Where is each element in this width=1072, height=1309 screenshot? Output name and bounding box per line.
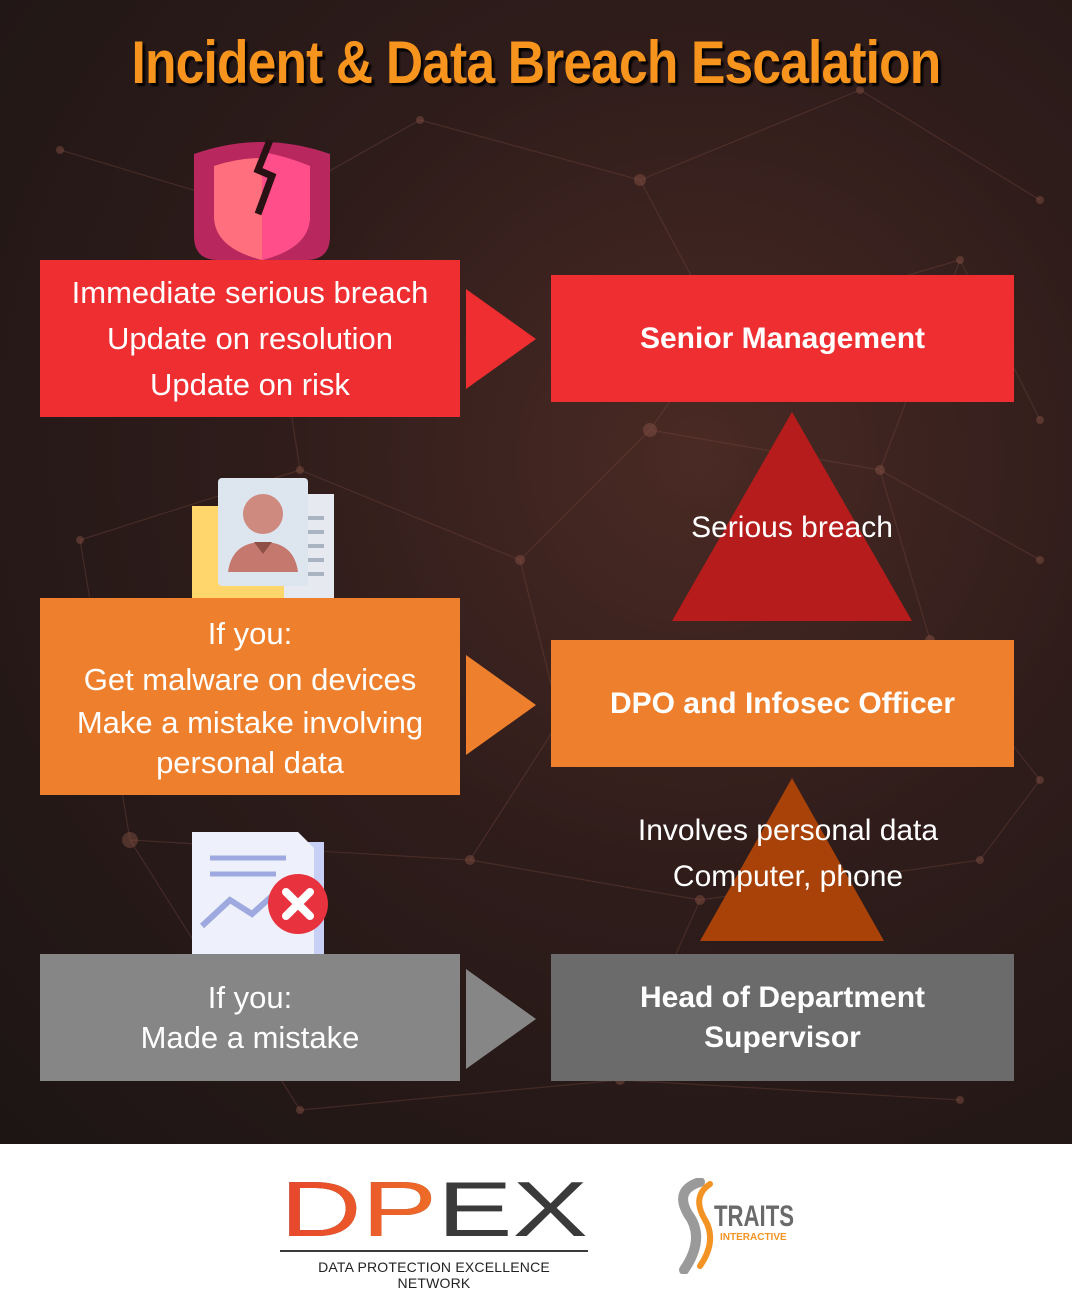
infographic-canvas: Incident & Data Breach Escalation Immedi… [0, 0, 1072, 1144]
dpex-logo-text: DPEX [280, 1178, 588, 1242]
dpex-divider [280, 1250, 588, 1252]
escalation-triangle-personal-data [700, 778, 884, 941]
straits-logo-text: TRAITS [714, 1200, 794, 1233]
personal-data-label: Involves personal data Computer, phone [560, 808, 1016, 900]
condition-line: If you: [207, 615, 293, 651]
straits-interactive-logo: TRAITS INTERACTIVE [678, 1178, 794, 1274]
dpo-conditions: If you: Get malware on devices Make a mi… [40, 598, 460, 795]
role-label: Senior Management [639, 321, 926, 355]
immediate-breach-conditions: Immediate serious breach Update on resol… [40, 260, 460, 417]
role-label: Supervisor [704, 1020, 861, 1054]
escalation-arrow [466, 655, 536, 755]
straits-sub-text: INTERACTIVE [720, 1232, 787, 1243]
escalation-line: Serious breach [691, 511, 893, 544]
condition-line: personal data [156, 744, 344, 780]
page-title: Incident & Data Breach Escalation [131, 29, 942, 96]
condition-line: Made a mistake [140, 1019, 360, 1055]
dpex-logo-accent: DPEX [280, 1178, 588, 1242]
condition-line: Update on resolution [106, 320, 394, 356]
escalation-arrow [466, 969, 536, 1069]
role-label: Head of Department [639, 980, 926, 1014]
profile-document-icon [192, 478, 334, 598]
serious-breach-label: Serious breach [600, 505, 984, 551]
escalation-arrow [466, 289, 536, 389]
footer [0, 1144, 1072, 1309]
escalation-line: Computer, phone [672, 860, 904, 893]
mistake-conditions: If you: Made a mistake [40, 954, 460, 1081]
condition-line: Update on risk [150, 366, 350, 402]
dpex-logo: DPEX [280, 1178, 588, 1242]
condition-line: Make a mistake involving [76, 704, 424, 740]
escalation-line: Involves personal data [637, 814, 939, 847]
role-label: DPO and Infosec Officer [609, 686, 956, 720]
head-of-department-box: Head of Department Supervisor [551, 954, 1014, 1081]
dpo-infosec-box: DPO and Infosec Officer [551, 640, 1014, 767]
condition-line: If you: [207, 979, 293, 1015]
broken-shield-icon [194, 138, 330, 260]
dpex-logo-text: DPEX [280, 1178, 588, 1242]
condition-line: Get malware on devices [83, 661, 417, 697]
error-report-icon [192, 832, 328, 954]
senior-management-box: Senior Management [551, 275, 1014, 402]
dpex-tagline: DATA PROTECTION EXCELLENCE NETWORK [318, 1259, 550, 1291]
escalation-triangle-serious [672, 412, 912, 621]
condition-line: Immediate serious breach [71, 274, 429, 310]
